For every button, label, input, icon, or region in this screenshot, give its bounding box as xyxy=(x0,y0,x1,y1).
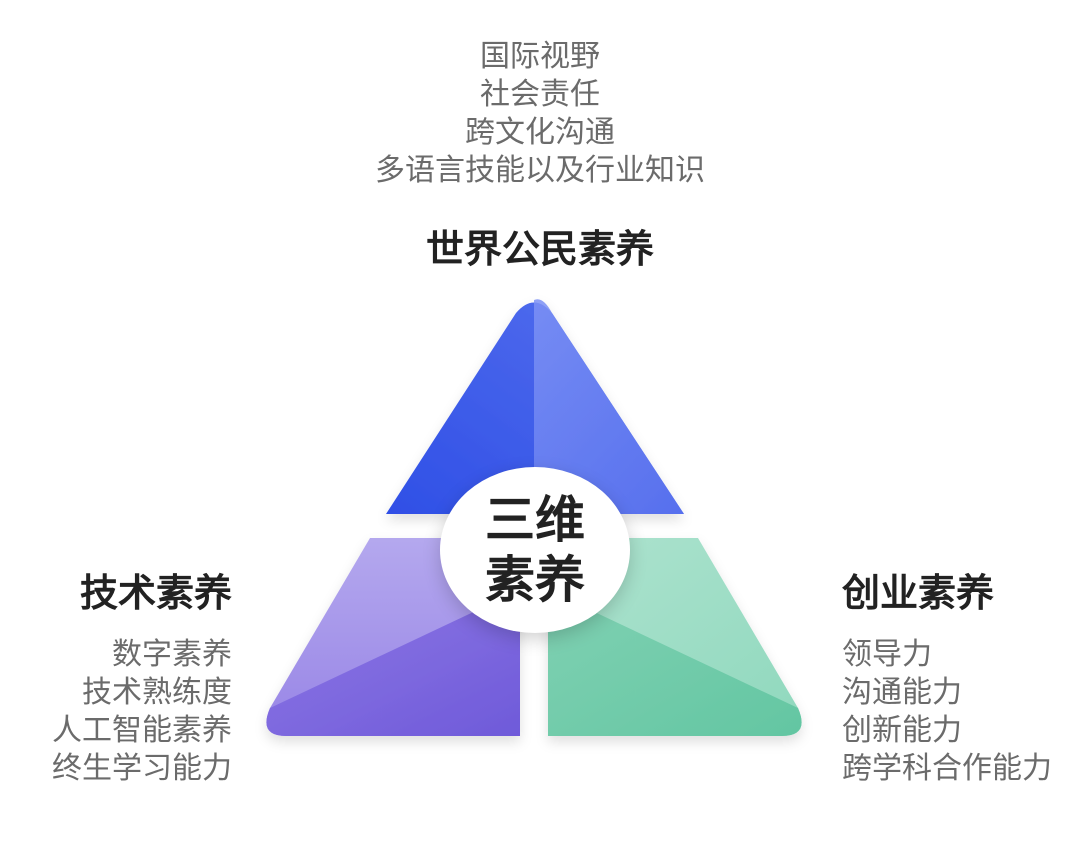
list-item: 沟通能力 xyxy=(842,675,962,710)
tech-literacy-items: 数字素养 技术熟练度 人工智能素养 终生学习能力 xyxy=(52,636,232,788)
list-item: 社会责任 xyxy=(480,77,600,112)
global-citizen-items: 国际视野 社会责任 跨文化沟通 多语言技能以及行业知识 xyxy=(0,38,1080,190)
list-item: 国际视野 xyxy=(480,39,600,74)
global-citizen-title: 世界公民素养 xyxy=(425,227,654,271)
entrepreneurship-items: 领导力 沟通能力 创新能力 跨学科合作能力 xyxy=(842,636,1052,788)
entrepreneurship-title: 创业素养 xyxy=(842,571,995,615)
center-circle: 三维 素养 xyxy=(440,467,630,633)
list-item: 跨文化沟通 xyxy=(465,115,615,150)
global-citizen-segment xyxy=(386,299,684,514)
tech-literacy-title: 技术素养 xyxy=(79,571,232,615)
list-item: 人工智能素养 xyxy=(52,713,232,748)
list-item: 跨学科合作能力 xyxy=(842,751,1052,786)
list-item: 多语言技能以及行业知识 xyxy=(375,153,705,188)
center-title-line2: 素养 xyxy=(485,551,585,609)
center-title-line1: 三维 xyxy=(485,491,585,549)
list-item: 数字素养 xyxy=(112,637,232,672)
list-item: 技术熟练度 xyxy=(82,675,232,710)
list-item: 创新能力 xyxy=(842,713,962,748)
list-item: 领导力 xyxy=(842,637,932,672)
list-item: 终生学习能力 xyxy=(52,751,232,786)
